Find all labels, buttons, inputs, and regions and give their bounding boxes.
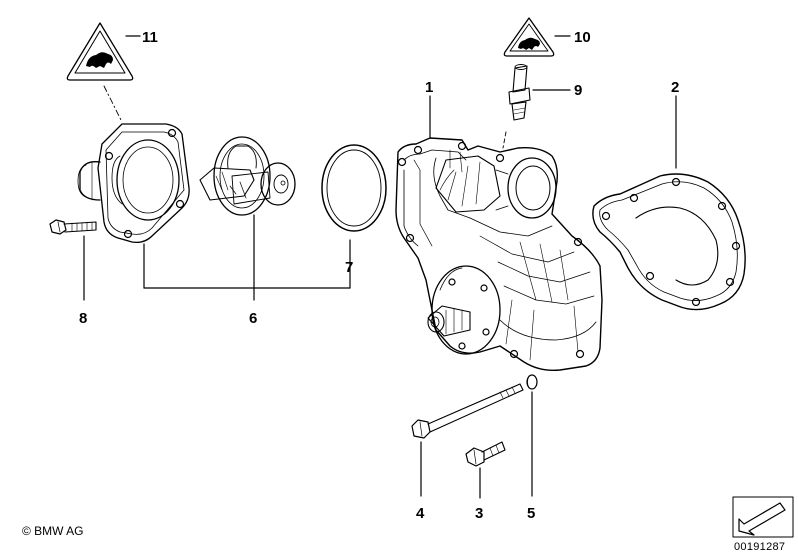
leader-line-11 [103, 85, 123, 123]
callouts: 11 10 9 1 2 7 6 8 4 3 5 [79, 29, 679, 522]
callout-1: 1 [425, 79, 433, 96]
callout-10: 10 [574, 29, 591, 46]
warning-triangle-icon [503, 17, 555, 57]
callout-5: 5 [527, 505, 535, 522]
bolt-3 [465, 441, 506, 467]
copyright-notice: © BMW AG [22, 524, 84, 538]
callout-8: 8 [79, 310, 87, 327]
bolt-8 [49, 219, 97, 235]
gasket-2 [592, 173, 746, 311]
callout-6: 6 [249, 310, 257, 327]
bracket-6 [143, 214, 351, 301]
dowel-5 [526, 374, 538, 390]
arrow-corner-icon [732, 496, 794, 538]
callout-4: 4 [416, 505, 425, 522]
thermostat-housing [77, 123, 190, 244]
callout-2: 2 [671, 79, 679, 96]
callout-11: 11 [142, 29, 158, 46]
document-number: 00191287 [734, 541, 786, 553]
water-pump-1 [395, 137, 603, 372]
bolt-4 [411, 383, 524, 439]
callout-3: 3 [475, 505, 483, 522]
warning-triangle-icon [66, 22, 134, 81]
temperature-sensor-9 [508, 64, 531, 121]
thermostat [199, 136, 296, 216]
callout-9: 9 [574, 82, 582, 99]
o-ring-7 [321, 144, 387, 232]
callout-7: 7 [345, 259, 353, 276]
